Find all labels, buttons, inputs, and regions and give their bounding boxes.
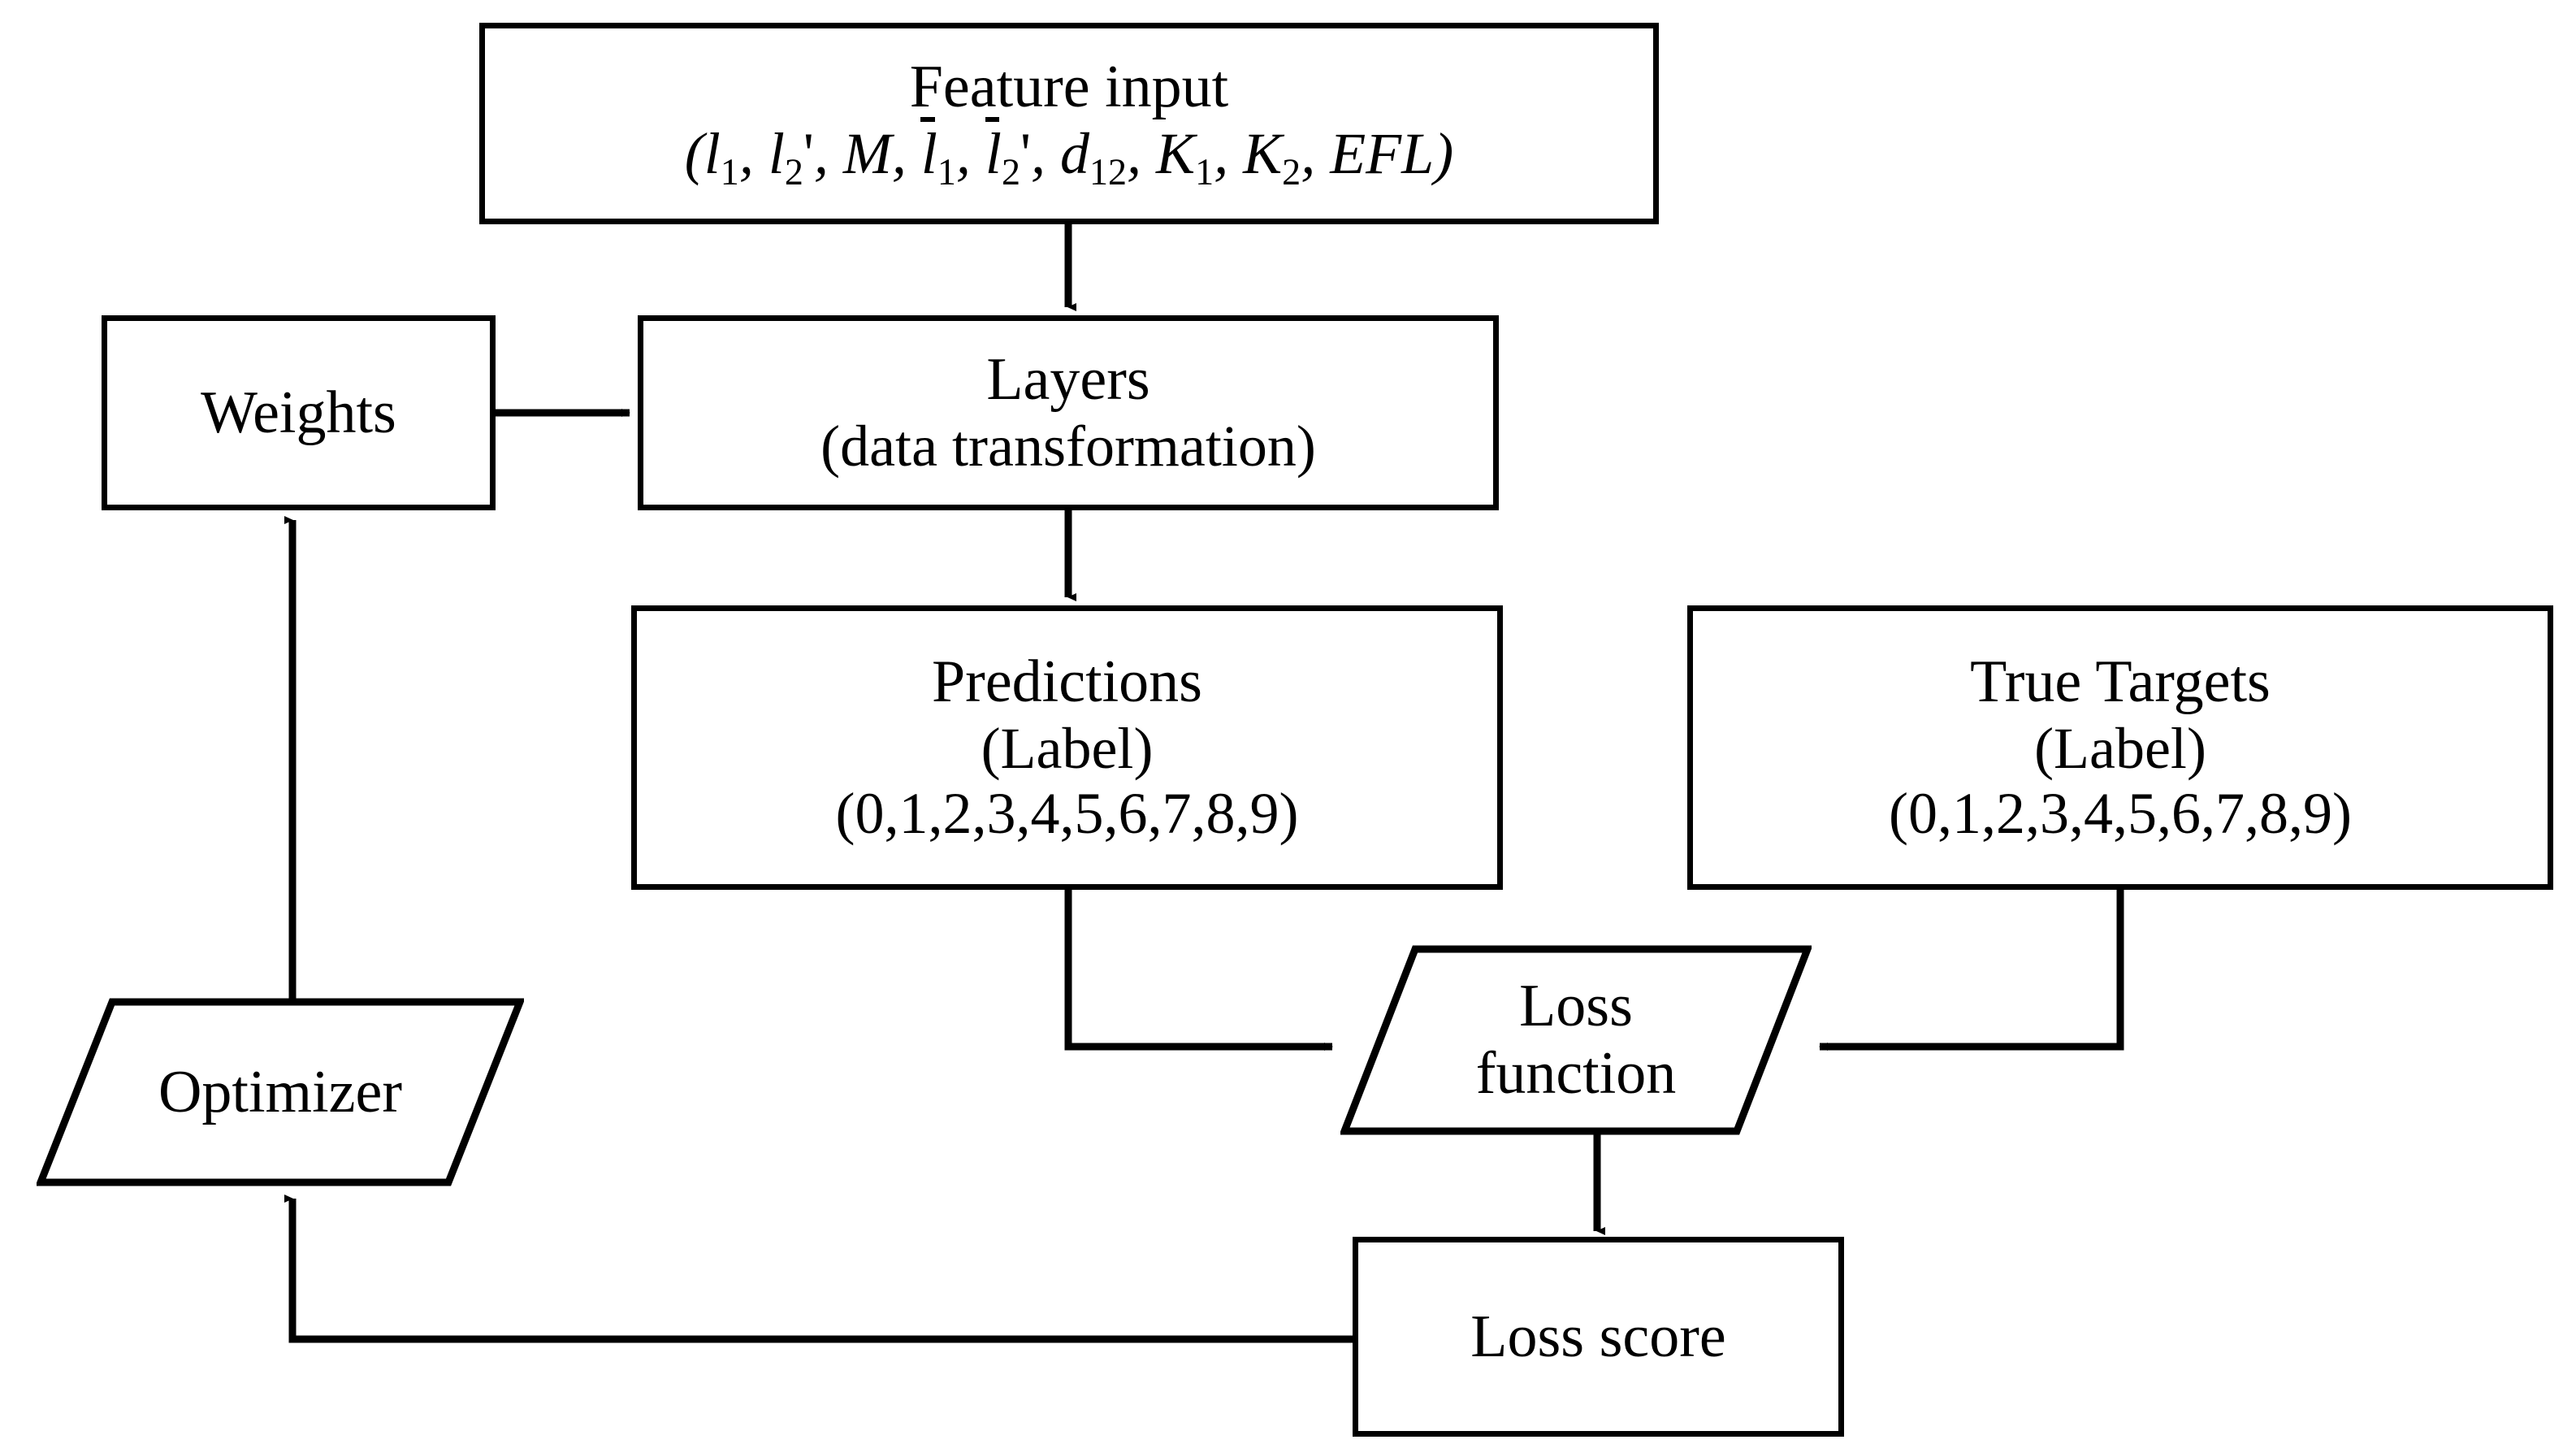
layers-node[interactable]: Layers (data transformation) bbox=[638, 315, 1499, 510]
layers-subtitle: (data transformation) bbox=[820, 414, 1316, 479]
optimizer-shape bbox=[37, 998, 524, 1186]
loss-score-label: Loss score bbox=[1470, 1303, 1726, 1370]
optimizer-label: Optimizer bbox=[158, 1058, 402, 1125]
optimizer-node[interactable]: Optimizer bbox=[37, 998, 524, 1186]
edge-loss-score-to-optimizer bbox=[284, 1195, 1353, 1343]
feature-input-title: Feature input bbox=[909, 54, 1229, 121]
feature-input-formula: (l1, l2', M, l1, l2', d12, K1, K2, EFL) bbox=[684, 117, 1454, 193]
true-targets-values: (0,1,2,3,4,5,6,7,8,9) bbox=[1889, 781, 2352, 847]
edge-predictions-to-loss-function bbox=[1064, 890, 1333, 1051]
loss-function-line2: function bbox=[1475, 1040, 1677, 1107]
predictions-title: Predictions bbox=[932, 648, 1202, 715]
true-targets-subtitle: (Label) bbox=[2034, 715, 2206, 781]
weights-label: Weights bbox=[201, 379, 396, 446]
loss-function-node[interactable]: Loss function bbox=[1340, 945, 1812, 1135]
edge-true-targets-to-loss-function bbox=[1819, 890, 2124, 1051]
predictions-subtitle: (Label) bbox=[981, 715, 1154, 781]
feature-input-node[interactable]: Feature input (l1, l2', M, l1, l2', d12,… bbox=[479, 23, 1659, 224]
loss-score-node[interactable]: Loss score bbox=[1353, 1237, 1844, 1437]
weights-node[interactable]: Weights bbox=[102, 315, 496, 510]
predictions-values: (0,1,2,3,4,5,6,7,8,9) bbox=[835, 781, 1299, 847]
true-targets-node[interactable]: True Targets (Label) (0,1,2,3,4,5,6,7,8,… bbox=[1687, 605, 2553, 890]
layers-title: Layers bbox=[986, 346, 1150, 414]
true-targets-title: True Targets bbox=[1970, 648, 2271, 715]
loss-function-shape bbox=[1340, 945, 1812, 1135]
loss-function-line1: Loss bbox=[1519, 973, 1633, 1040]
predictions-node[interactable]: Predictions (Label) (0,1,2,3,4,5,6,7,8,9… bbox=[631, 605, 1503, 890]
